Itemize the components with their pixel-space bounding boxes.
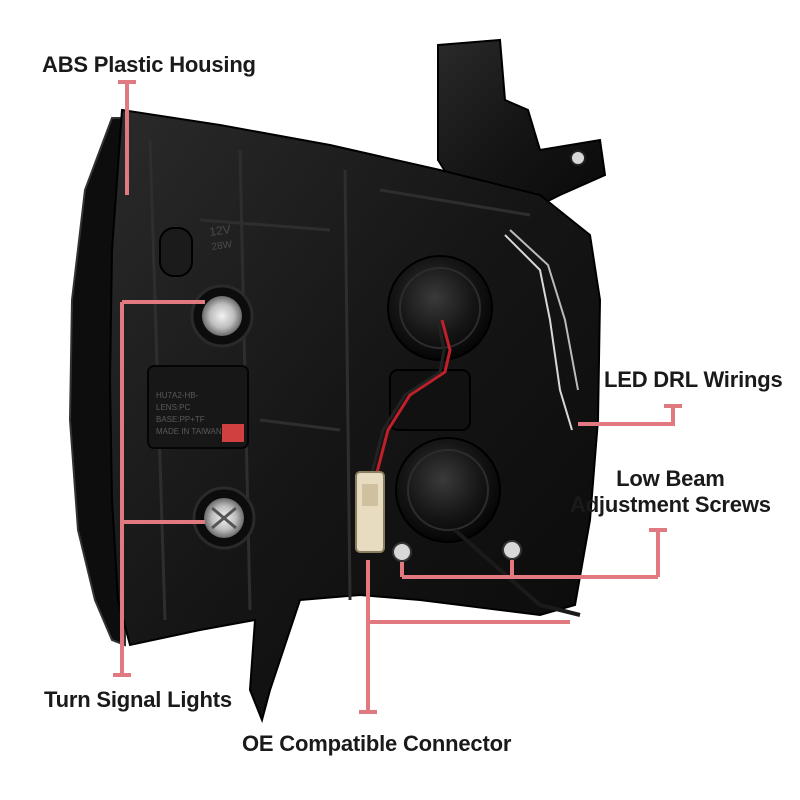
label-turn-signal-lights: Turn Signal Lights [44, 687, 232, 712]
high-beam-cap [387, 255, 493, 361]
label-led-drl-wirings: LED DRL Wirings [604, 367, 783, 392]
callout-lines [113, 80, 682, 714]
adjust-screw-left [392, 542, 412, 562]
upper-knob [159, 227, 193, 277]
label-low-beam-adjustment: Low Beam Adjustment Screws [570, 466, 771, 518]
label-abs-plastic-housing: ABS Plastic Housing [42, 52, 256, 77]
drl-wire [504, 234, 573, 431]
label-low-beam-line2: Adjustment Screws [570, 492, 771, 517]
low-beam-cap [395, 437, 501, 543]
black-wire [368, 319, 446, 481]
adjust-screw-right [502, 540, 522, 560]
bracket-hole [570, 150, 586, 166]
red-wire [373, 319, 452, 481]
label-oe-compatible-connector: OE Compatible Connector [242, 731, 512, 756]
label-low-beam-line1: Low Beam [616, 466, 725, 491]
lower-wire [453, 528, 581, 617]
